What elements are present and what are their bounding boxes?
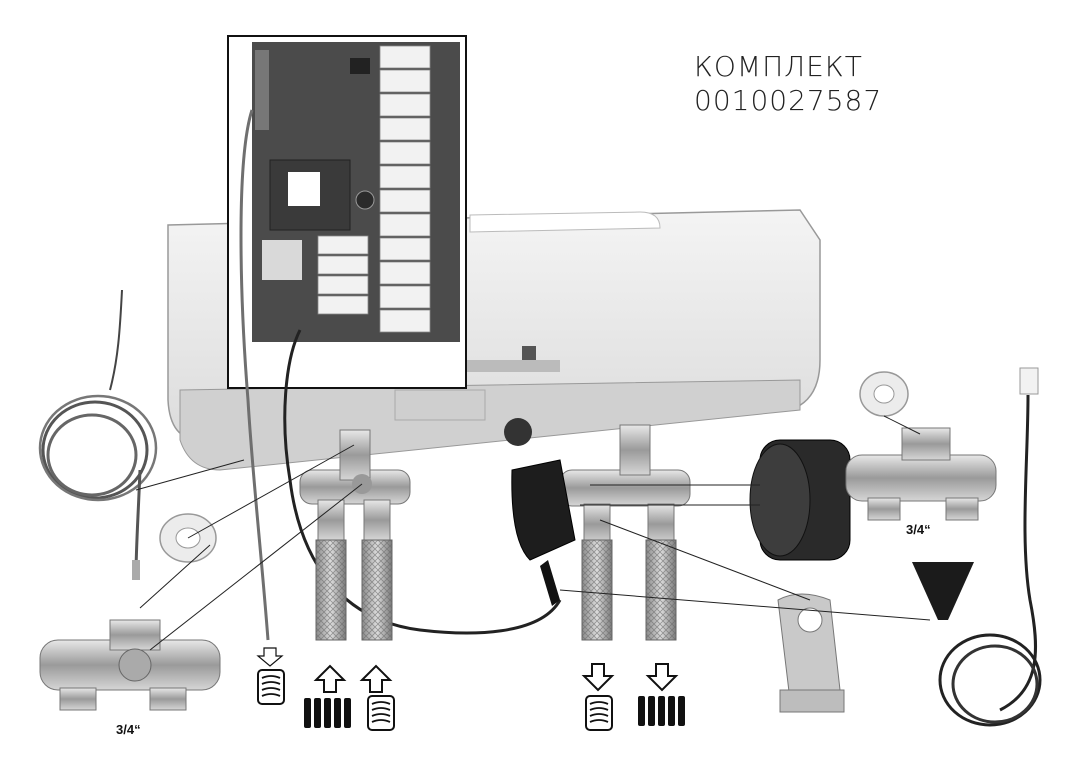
mixing-valve-left: [39, 619, 221, 711]
sensor-lead: [239, 109, 270, 641]
valve-size-left: 3/4“: [116, 722, 141, 737]
kit-title-line1: КОМПЛЕКТ: [694, 50, 863, 83]
arrow-down-icon: [256, 647, 284, 667]
pump-cable: [912, 367, 1042, 727]
coil-icon: [257, 669, 285, 705]
kit-title: КОМПЛЕКТ 0010027587: [694, 50, 882, 118]
arrow-down-icon: [645, 663, 679, 692]
arrow-down-icon: [581, 663, 615, 692]
coil-icon: [367, 695, 395, 731]
radiator-icon: [638, 696, 685, 726]
valve-assembly-right: [511, 424, 691, 641]
pump-motor: [749, 439, 851, 561]
mounting-bracket: [777, 593, 845, 713]
coil-icon: [585, 695, 613, 731]
radiator-icon: [304, 698, 351, 728]
flow-icons: [256, 647, 685, 731]
leader-lines: [135, 415, 931, 651]
valve-assembly-left: [299, 429, 411, 641]
control-board: [227, 35, 467, 389]
arrow-up-icon: [313, 664, 347, 693]
valve-size-right: 3/4“: [906, 522, 931, 537]
kit-article-number: 0010027587: [694, 84, 883, 117]
arrow-up-icon: [359, 664, 393, 693]
mixing-valve-right: [845, 427, 997, 521]
temperature-sensor-cable: [38, 289, 158, 580]
